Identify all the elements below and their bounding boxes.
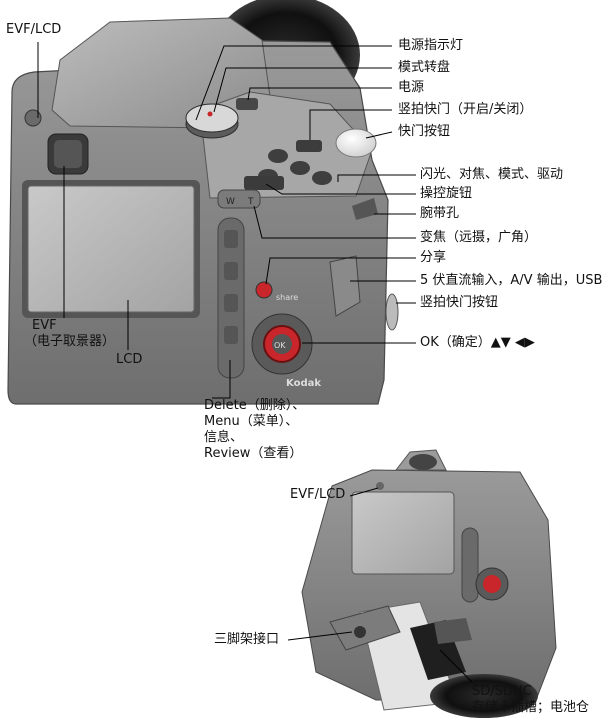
label-evf: EVF （电子取景器） <box>24 318 115 350</box>
label-menu: Menu（菜单）、 <box>204 414 299 429</box>
label-review: Review（查看） <box>204 446 303 461</box>
label-evf-lcd-bottom: EVF/LCD <box>290 487 346 502</box>
leader-zoom <box>253 205 416 239</box>
leader-button-column <box>212 360 231 399</box>
share-text: share <box>276 293 298 302</box>
leader-shutter <box>365 131 393 139</box>
leader-power-indicator <box>195 45 392 121</box>
label-info: 信息、 <box>204 430 244 445</box>
label-delete: Delete（删除）、 <box>204 398 306 413</box>
label-sd-line1: SD/SDHC <box>472 684 532 699</box>
leader-sd <box>439 649 473 683</box>
label-power-indicator: 电源指示灯 <box>398 38 464 53</box>
label-control-dial: 操控旋钮 <box>420 186 473 201</box>
label-vertical-shutter-switch: 竖拍快门（开启/关闭） <box>398 102 533 117</box>
label-evf-line2: （电子取景器） <box>24 334 116 349</box>
label-evf-lcd-top: EVF/LCD <box>6 22 62 37</box>
label-vertical-shutter-button: 竖拍快门按钮 <box>420 295 499 310</box>
leader-power <box>247 87 392 101</box>
zoom-t-text: T <box>247 197 254 207</box>
label-strap-eyelet: 腕带孔 <box>420 206 460 221</box>
label-mode-dial: 模式转盘 <box>398 60 451 75</box>
zoom-w-text: W <box>226 197 235 207</box>
label-lcd: LCD <box>116 352 143 367</box>
leader-lines <box>37 42 473 683</box>
label-button-column: Delete（删除）、 Menu（菜单）、 信息、 Review（查看） <box>204 398 305 462</box>
label-tripod-socket: 三脚架接口 <box>214 632 280 647</box>
camera-rear-view: W T share OK Kodak <box>7 0 399 405</box>
ok-text: OK <box>274 341 286 350</box>
label-shutter-button: 快门按钮 <box>398 124 451 139</box>
label-sd-battery: SD/SDHC 存储卡插槽；电池仓 <box>472 684 589 716</box>
label-zoom: 变焦（远摄，广角） <box>420 230 538 245</box>
label-power: 电源 <box>398 80 425 95</box>
label-flash-focus-mode-drive: 闪光、对焦、模式、驱动 <box>420 167 564 182</box>
leader-control-dial <box>265 183 416 195</box>
leader-share <box>265 257 416 285</box>
label-ok-nav: OK（确定）▲▼ ◀▶ <box>420 335 535 350</box>
leader-evf-lcd-bottom <box>349 487 379 497</box>
leader-buttons <box>337 174 416 182</box>
kodak-text: Kodak <box>286 378 321 389</box>
camera-bottom-view <box>301 449 557 718</box>
leader-mode-dial <box>213 67 392 113</box>
label-dc-av-usb: 5 伏直流输入，A/V 输出，USB <box>420 273 603 288</box>
leader-vertical-switch <box>309 109 392 140</box>
label-share: 分享 <box>420 250 447 265</box>
label-evf-line1: EVF <box>32 318 57 333</box>
leader-tripod <box>287 631 353 641</box>
label-sd-line2: 存储卡插槽；电池仓 <box>472 700 590 715</box>
